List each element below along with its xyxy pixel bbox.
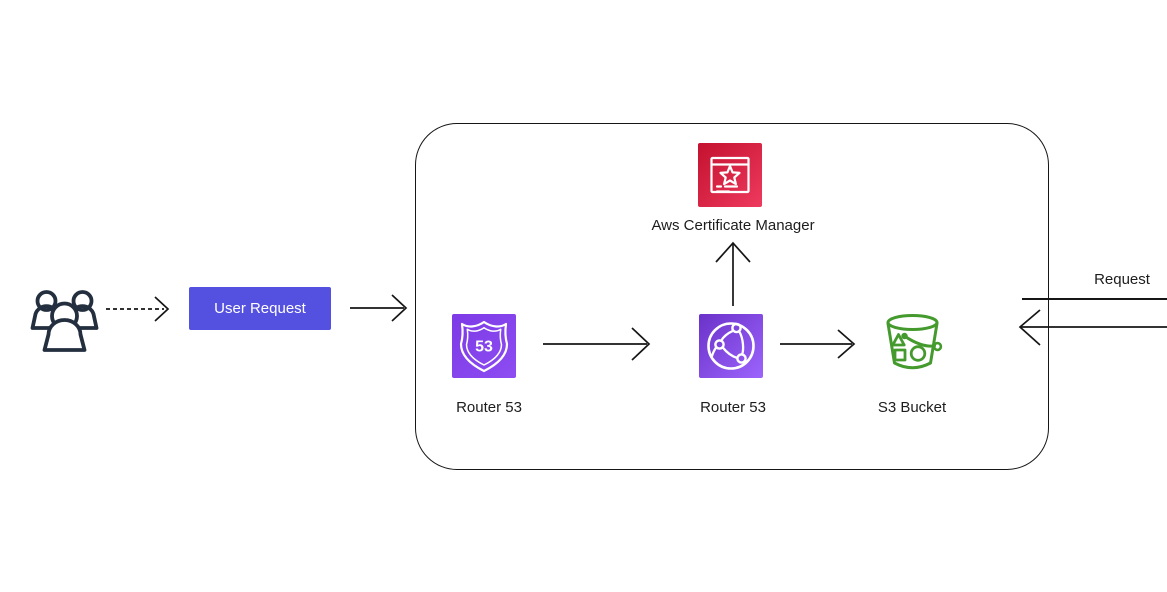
route53-globe-label: Router 53: [700, 399, 766, 416]
dashed-arrow: [106, 296, 170, 322]
arrow-router-to-s3: [780, 329, 856, 359]
arrow-router-to-acm: [715, 241, 751, 306]
request-label: Request: [1094, 271, 1150, 288]
arrow-router-to-router: [543, 327, 651, 361]
route53-badge: 53: [475, 339, 493, 356]
s3-bucket-icon: [886, 314, 943, 370]
request-out-line: [1022, 298, 1167, 300]
route53-globe-icon: [699, 314, 763, 378]
user-request-label: User Request: [214, 300, 306, 317]
user-request-node: User Request: [189, 287, 331, 330]
arrow-incoming-request: [1018, 309, 1167, 346]
acm-label: Aws Certificate Manager: [651, 217, 815, 234]
certificate-manager-icon: [698, 143, 762, 207]
arrow-request-to-box: [350, 294, 408, 322]
route53-shield-icon: 53: [452, 314, 516, 378]
s3-label: S3 Bucket: [877, 399, 947, 416]
route53-shield-label: Router 53: [456, 399, 522, 416]
boundary-box: [415, 123, 1049, 470]
users-group-icon: [30, 290, 99, 352]
